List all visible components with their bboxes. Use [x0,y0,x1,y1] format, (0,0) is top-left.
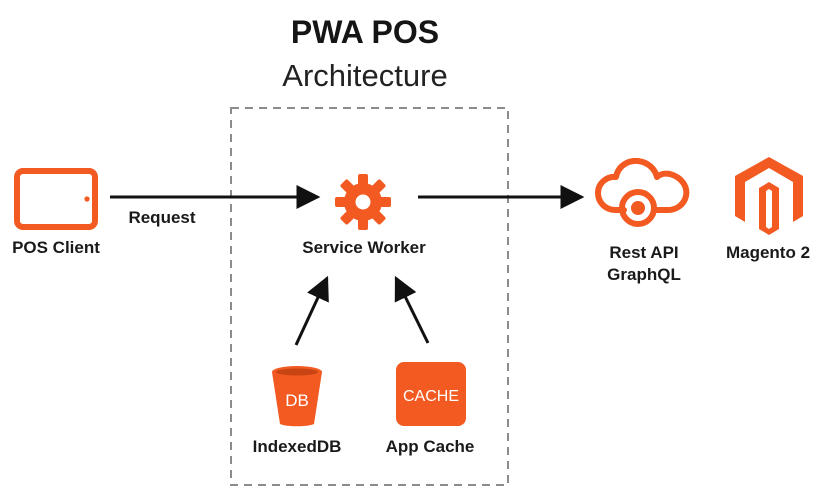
gear-icon [335,174,391,230]
request-label: Request [128,208,196,227]
database-bucket-icon: DB [272,366,322,427]
service-worker-boundary [230,107,509,486]
magento-logo-icon [735,157,803,235]
pos-client-label: POS Client [12,238,100,257]
app-cache-arrow [394,275,430,344]
diagram-subtitle: Architecture [282,58,448,93]
cache-glyph: CACHE [403,388,459,405]
diagram-title: PWA POS [290,14,440,50]
tablet-icon [14,168,98,230]
rest-api-label: Rest API [609,243,679,262]
indexeddb-arrow [294,275,329,346]
cache-icon: CACHE [396,362,466,426]
magento-label: Magento 2 [725,243,811,262]
graphql-label: GraphQL [607,265,681,284]
cloud-icon [595,158,690,227]
app-cache-label: App Cache [385,437,475,456]
db-glyph: DB [285,391,309,410]
service-worker-label: Service Worker [302,238,426,257]
indexeddb-label: IndexedDB [252,437,342,456]
